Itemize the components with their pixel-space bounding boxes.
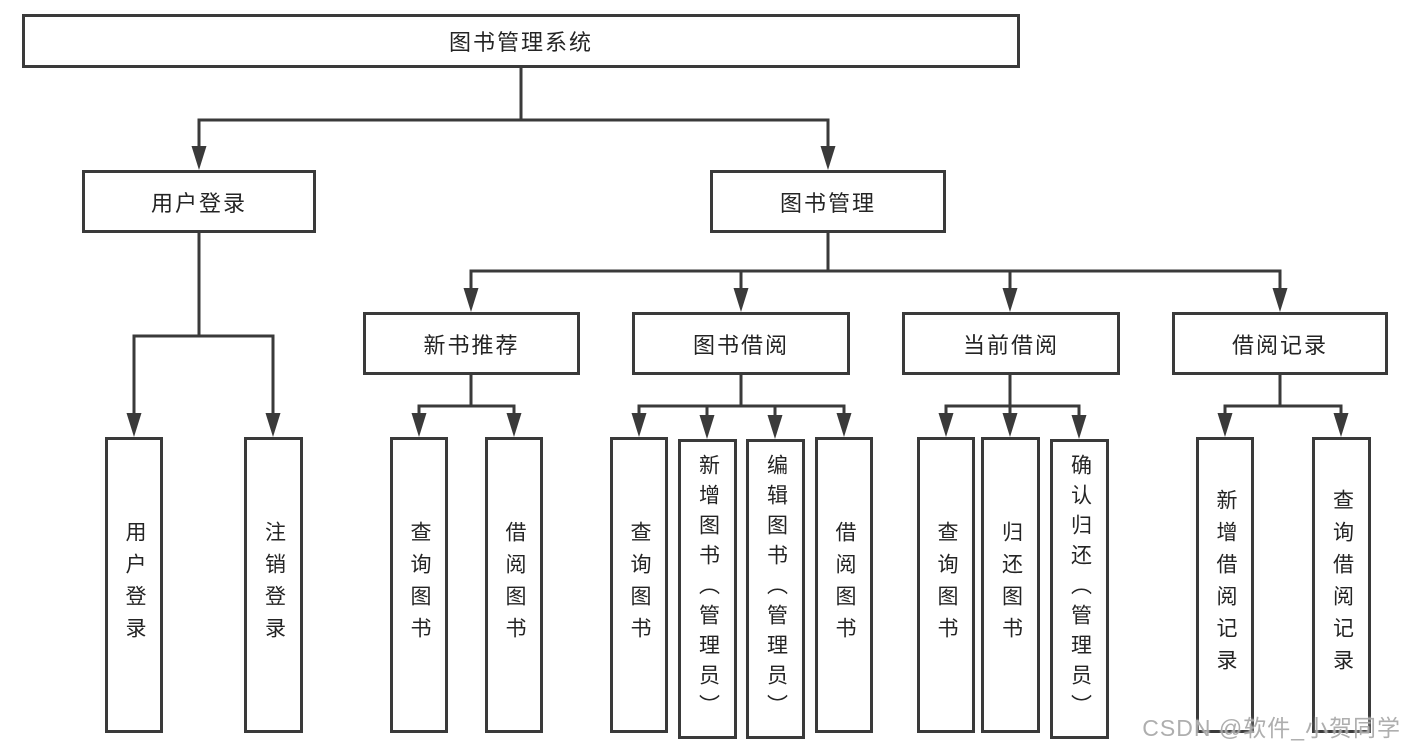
node-label: 新书推荐 <box>423 332 520 358</box>
leaf-edit-books-admin: 编辑图书（管理员） <box>746 439 805 739</box>
node-label: 图书管理 <box>779 190 876 216</box>
leaf-query-borrow-record: 查询借阅记录 <box>1312 437 1371 733</box>
node-label: 新增图书（管理员） <box>696 454 720 724</box>
leaf-confirm-return-admin: 确认归还（管理员） <box>1050 439 1109 739</box>
csdn-watermark: CSDN @软件_小贺同学 <box>1142 715 1401 741</box>
leaf-borrow-books: 借阅图书 <box>815 437 873 733</box>
node-label: 用户登录 <box>123 521 146 649</box>
node-book-borrowing: 图书借阅 <box>632 312 850 375</box>
node-label: 查询图书 <box>408 521 431 649</box>
node-label: 确认归还（管理员） <box>1068 454 1092 724</box>
leaf-borrow-books-recommend: 借阅图书 <box>485 437 543 733</box>
node-label: 借阅图书 <box>833 521 856 649</box>
node-label: 图书借阅 <box>692 332 789 358</box>
node-label: 查询图书 <box>935 521 958 649</box>
leaf-logout: 注销登录 <box>244 437 303 733</box>
node-borrowing-records: 借阅记录 <box>1172 312 1388 375</box>
node-user-login-branch: 用户登录 <box>82 170 316 233</box>
node-label: 查询图书 <box>628 521 651 649</box>
leaf-query-books-recommend: 查询图书 <box>390 437 448 733</box>
node-label: 注销登录 <box>262 521 286 649</box>
node-book-management-branch: 图书管理 <box>710 170 946 233</box>
node-label: 新增借阅记录 <box>1214 489 1237 681</box>
leaf-add-borrow-record: 新增借阅记录 <box>1196 437 1254 733</box>
leaf-user-login: 用户登录 <box>105 437 163 733</box>
node-label: 借阅记录 <box>1231 332 1328 358</box>
leaf-query-books-current: 查询图书 <box>917 437 975 733</box>
node-label: 用户登录 <box>150 190 247 216</box>
node-label: 图书管理系统 <box>448 30 593 55</box>
node-library-management-system: 图书管理系统 <box>22 14 1020 68</box>
node-new-book-recommendation: 新书推荐 <box>363 312 580 375</box>
node-label: 编辑图书（管理员） <box>764 454 788 724</box>
node-label: 查询借阅记录 <box>1330 489 1354 681</box>
node-label: 借阅图书 <box>503 521 526 649</box>
node-label: 当前借阅 <box>962 332 1059 358</box>
node-current-borrowing: 当前借阅 <box>902 312 1120 375</box>
leaf-add-books-admin: 新增图书（管理员） <box>678 439 737 739</box>
node-label: 归还图书 <box>999 521 1023 649</box>
leaf-return-books: 归还图书 <box>981 437 1040 733</box>
leaf-query-books-borrowing: 查询图书 <box>610 437 668 733</box>
